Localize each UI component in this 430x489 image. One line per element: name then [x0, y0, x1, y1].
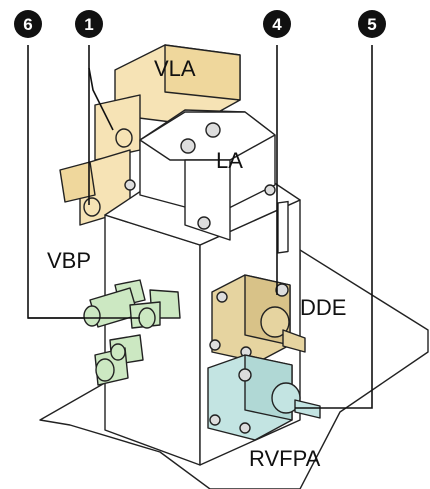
callout-5-number: 5	[367, 15, 376, 34]
callout-5-circle	[358, 10, 386, 38]
callout-1: 1	[75, 10, 103, 38]
label-rvfpa: RVFPA	[249, 446, 321, 471]
callout-1-circle	[75, 10, 103, 38]
label-vbp: VBP	[47, 248, 91, 273]
label-vla: VLA	[154, 56, 196, 81]
label-dde: DDE	[300, 295, 346, 320]
rvfpa-unit	[207, 354, 321, 441]
label-la: LA	[216, 148, 243, 173]
callout-6: 6	[14, 10, 42, 38]
callout-6-number: 6	[23, 15, 32, 34]
la-unit	[124, 109, 276, 241]
dde-unit	[209, 274, 306, 363]
callout-6-circle	[14, 10, 42, 38]
callout-leaders	[27, 45, 373, 409]
callout-4-circle	[263, 10, 291, 38]
callout-5: 5	[358, 10, 386, 38]
callout-4: 4	[263, 10, 291, 38]
callout-1-number: 1	[84, 15, 93, 34]
callout-4-number: 4	[272, 15, 282, 34]
